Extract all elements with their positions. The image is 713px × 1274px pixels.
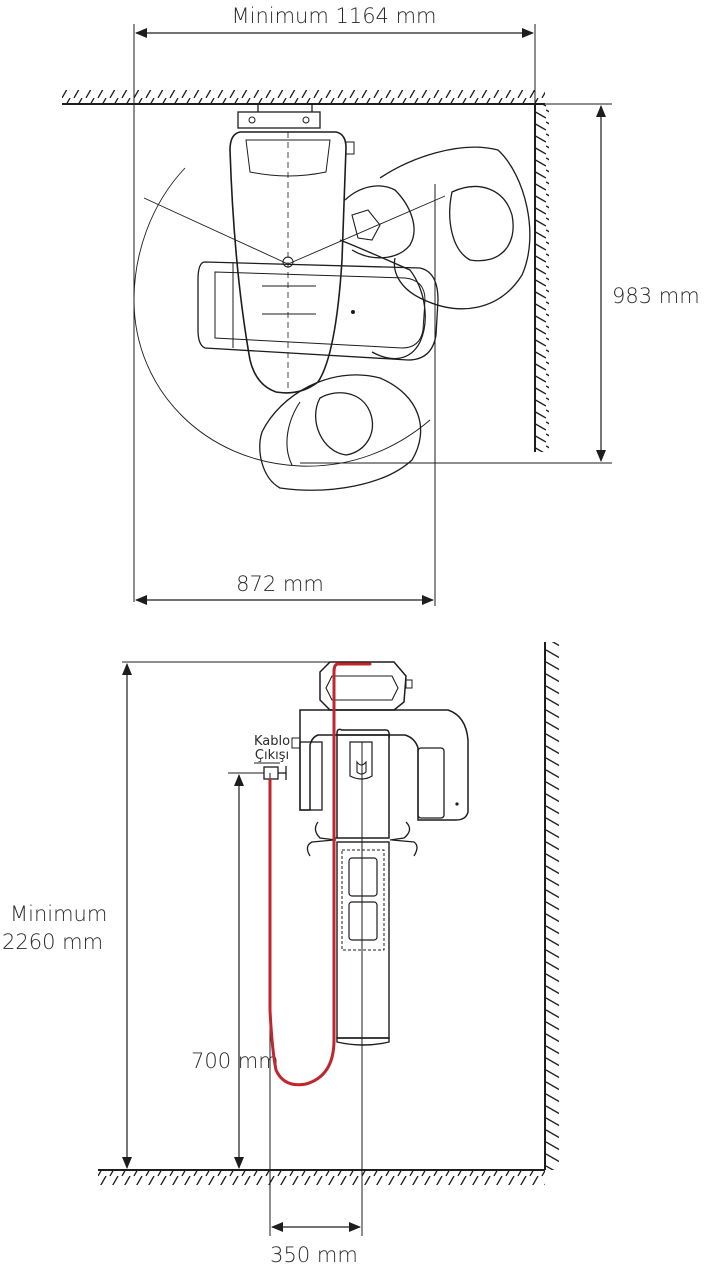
clearance-label: 872 mm: [236, 572, 324, 596]
side-wall: [544, 642, 559, 1170]
patient-outline: [259, 146, 531, 491]
beam-lines: [143, 195, 446, 265]
top-back-wall: [62, 90, 545, 105]
cable-label-line1: Kablo: [254, 734, 290, 749]
outlet-height-label: 700 mm: [191, 1049, 279, 1073]
cable-outlet: Kablo Çıkışı: [254, 734, 290, 780]
depth-label: 983 mm: [612, 284, 700, 308]
depth-dimension: 983 mm: [300, 103, 700, 464]
patient-handles: [306, 741, 418, 857]
top-view: Minimum 1164 mm 983 mm 872 mm: [62, 4, 700, 606]
width-dimension: Minimum 1164 mm: [133, 4, 536, 602]
offset-dimension: 350 mm: [269, 742, 363, 1267]
power-cable: [268, 662, 372, 1087]
clearance-dimension: 872 mm: [135, 184, 436, 606]
top-right-wall: [534, 104, 549, 452]
tube-head: [319, 661, 413, 711]
height-label-line1: Minimum: [10, 902, 107, 926]
width-label: Minimum 1164 mm: [231, 4, 436, 28]
cable-label-line2: Çıkışı: [255, 748, 289, 763]
rotation-arc: [133, 167, 431, 467]
floor: [98, 1169, 545, 1185]
offset-label: 350 mm: [270, 1243, 358, 1267]
outlet-height-dimension: 700 mm: [191, 772, 279, 1169]
column-head: [229, 131, 355, 394]
wall-bracket: [237, 104, 321, 129]
c-arm: [291, 709, 469, 821]
height-dimension: Minimum 2260 mm: [2, 661, 330, 1169]
side-view: Minimum 2260 mm 700 mm 350 mm: [2, 642, 559, 1267]
swing-arm: [197, 261, 439, 361]
height-label-line2: 2260 mm: [2, 930, 103, 954]
